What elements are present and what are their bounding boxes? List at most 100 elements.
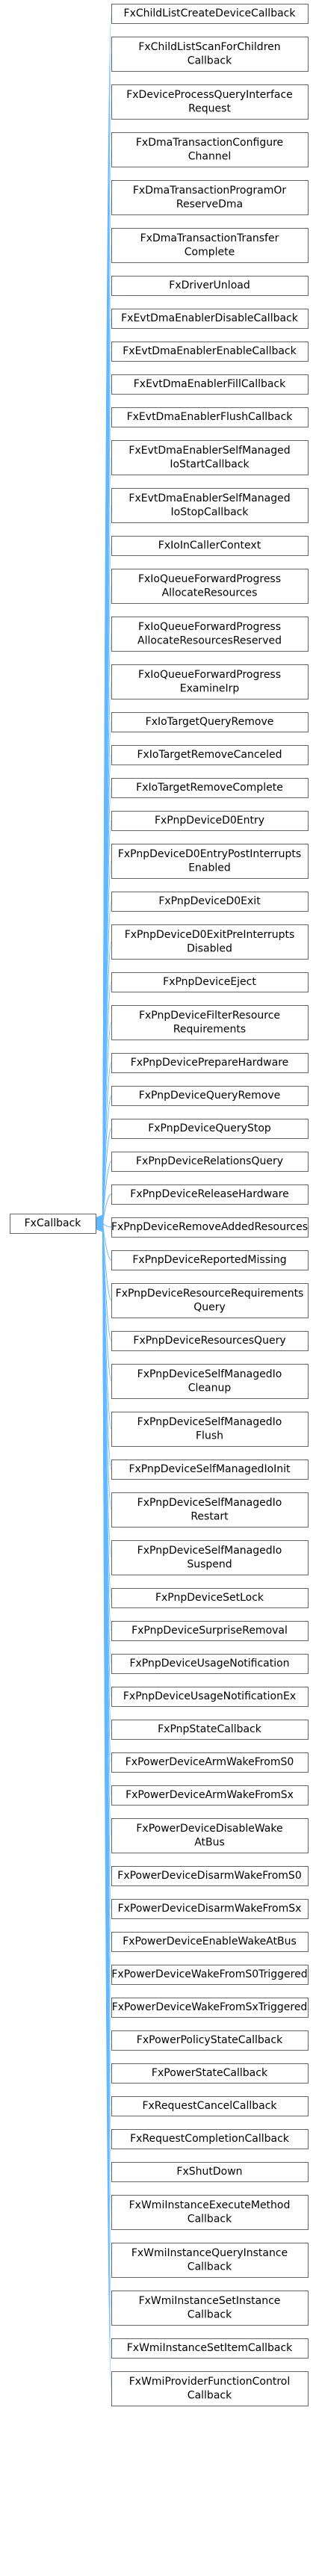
node-fx-wmi-provider-function-control-callback-label: Callback xyxy=(188,2389,232,2401)
node-fx-pnp-device-eject[interactable]: FxPnpDeviceEject xyxy=(111,972,309,992)
node-fx-evt-dma-enabler-fill-callback-box xyxy=(111,374,309,395)
node-fx-request-completion-callback-box xyxy=(111,2129,309,2149)
node-fx-pnp-device-query-stop[interactable]: FxPnpDeviceQueryStop xyxy=(111,1119,309,1139)
node-fx-evt-dma-enabler-self-managed-io-start-callback[interactable]: FxEvtDmaEnablerSelfManagedIoStartCallbac… xyxy=(111,440,309,475)
node-fx-io-in-caller-context[interactable]: FxIoInCallerContext xyxy=(111,536,309,556)
node-fx-power-device-disarm-wake-from-s0[interactable]: FxPowerDeviceDisarmWakeFromS0 xyxy=(111,1866,309,1886)
node-fx-pnp-device-surprise-removal[interactable]: FxPnpDeviceSurpriseRemoval xyxy=(111,1621,309,1641)
node-fx-evt-dma-enabler-disable-callback[interactable]: FxEvtDmaEnablerDisableCallback xyxy=(111,309,309,329)
node-fxcallback[interactable]: FxCallback xyxy=(10,1214,96,1234)
node-fx-power-device-arm-wake-from-s0[interactable]: FxPowerDeviceArmWakeFromS0 xyxy=(111,1752,309,1773)
node-fx-io-target-remove-complete[interactable]: FxIoTargetRemoveComplete xyxy=(111,778,309,798)
node-fx-pnp-device-reported-missing-label: FxPnpDeviceReportedMissing xyxy=(132,1254,286,1266)
node-fx-io-queue-forward-progress-allocate-resources[interactable]: FxIoQueueForwardProgressAllocateResource… xyxy=(111,569,309,604)
node-fx-pnp-device-d0-exit[interactable]: FxPnpDeviceD0Exit xyxy=(111,892,309,912)
node-fx-pnp-device-resources-query-label: FxPnpDeviceResourcesQuery xyxy=(133,1335,285,1347)
node-fx-pnp-device-release-hardware[interactable]: FxPnpDeviceReleaseHardware xyxy=(111,1184,309,1205)
node-fx-pnp-device-prepare-hardware[interactable]: FxPnpDevicePrepareHardware xyxy=(111,1053,309,1073)
node-fx-power-device-arm-wake-from-sx-box xyxy=(111,1785,309,1806)
node-fx-evt-dma-enabler-enable-callback[interactable]: FxEvtDmaEnablerEnableCallback xyxy=(111,342,309,362)
node-fx-pnp-device-release-hardware-box xyxy=(111,1184,309,1205)
node-fx-driver-unload[interactable]: FxDriverUnload xyxy=(111,276,309,296)
node-fx-wmi-instance-execute-method-callback-label: Callback xyxy=(188,2213,232,2225)
node-fx-wmi-instance-set-instance-callback-label: FxWmiInstanceSetInstance xyxy=(139,2295,281,2307)
node-fx-pnp-device-self-managed-io-init[interactable]: FxPnpDeviceSelfManagedIoInit xyxy=(111,1460,309,1480)
node-fx-power-state-callback-label: FxPowerStateCallback xyxy=(152,2067,268,2079)
node-fx-io-queue-forward-progress-allocate-resources-reserved[interactable]: FxIoQueueForwardProgressAllocateResource… xyxy=(111,617,309,652)
node-fx-pnp-device-query-remove[interactable]: FxPnpDeviceQueryRemove xyxy=(111,1086,309,1106)
node-fx-power-device-arm-wake-from-s0-box xyxy=(111,1752,309,1773)
node-fx-power-state-callback[interactable]: FxPowerStateCallback xyxy=(111,2063,309,2084)
node-fx-power-device-enable-wake-at-bus[interactable]: FxPowerDeviceEnableWakeAtBus xyxy=(111,1932,309,1952)
node-fx-io-queue-forward-progress-examine-irp-label: FxIoQueueForwardProgress xyxy=(138,669,281,681)
node-fx-power-device-disarm-wake-from-sx-box xyxy=(111,1899,309,1919)
node-fx-pnp-device-set-lock[interactable]: FxPnpDeviceSetLock xyxy=(111,1588,309,1608)
node-fx-pnp-device-remove-added-resources[interactable]: FxPnpDeviceRemoveAddedResources xyxy=(111,1217,309,1238)
node-fx-pnp-device-usage-notification[interactable]: FxPnpDeviceUsageNotification xyxy=(111,1654,309,1674)
node-fx-power-device-wake-from-sx-triggered[interactable]: FxPowerDeviceWakeFromSxTriggered xyxy=(111,1998,309,2018)
node-fx-evt-dma-enabler-fill-callback[interactable]: FxEvtDmaEnablerFillCallback xyxy=(111,374,309,395)
node-fx-pnp-device-self-managed-io-suspend-box xyxy=(111,1540,309,1575)
node-fx-power-policy-state-callback-box xyxy=(111,2030,309,2051)
node-fx-power-device-arm-wake-from-s0-label: FxPowerDeviceArmWakeFromS0 xyxy=(126,1756,294,1768)
node-fx-evt-dma-enabler-flush-callback-label: FxEvtDmaEnablerFlushCallback xyxy=(127,411,294,423)
node-fx-pnp-device-resources-query[interactable]: FxPnpDeviceResourcesQuery xyxy=(111,1331,309,1351)
node-fx-io-target-remove-canceled[interactable]: FxIoTargetRemoveCanceled xyxy=(111,745,309,765)
node-fx-pnp-device-usage-notification-ex[interactable]: FxPnpDeviceUsageNotificationEx xyxy=(111,1687,309,1707)
node-fx-pnp-state-callback[interactable]: FxPnpStateCallback xyxy=(111,1720,309,1740)
node-fx-child-list-create-device-callback[interactable]: FxChildListCreateDeviceCallback xyxy=(111,4,309,24)
node-fx-pnp-device-query-stop-box xyxy=(111,1119,309,1139)
node-fx-shut-down[interactable]: FxShutDown xyxy=(111,2162,309,2182)
node-fx-evt-dma-enabler-flush-callback-box xyxy=(111,407,309,427)
node-fx-driver-unload-label: FxDriverUnload xyxy=(169,279,250,291)
node-fx-io-queue-forward-progress-allocate-resources-reserved-box xyxy=(111,617,309,652)
node-fx-dma-transaction-transfer-complete-box xyxy=(111,228,309,263)
node-fx-wmi-provider-function-control-callback-label: FxWmiProviderFunctionControl xyxy=(129,2376,291,2388)
node-fx-request-completion-callback[interactable]: FxRequestCompletionCallback xyxy=(111,2129,309,2149)
node-fx-wmi-instance-set-item-callback[interactable]: FxWmiInstanceSetItemCallback xyxy=(111,2338,309,2359)
node-fx-pnp-device-reported-missing[interactable]: FxPnpDeviceReportedMissing xyxy=(111,1250,309,1270)
node-fx-power-device-wake-from-sx-triggered-box xyxy=(111,1998,309,2018)
node-fx-wmi-provider-function-control-callback-box xyxy=(111,2371,309,2406)
node-fx-power-device-wake-from-s0-triggered[interactable]: FxPowerDeviceWakeFromS0Triggered xyxy=(111,1965,309,1985)
node-fx-power-device-disarm-wake-from-sx[interactable]: FxPowerDeviceDisarmWakeFromSx xyxy=(111,1899,309,1919)
node-fx-pnp-device-d0-entry-post-interrupts-enabled-label: Enabled xyxy=(188,862,231,874)
node-fx-power-device-arm-wake-from-sx[interactable]: FxPowerDeviceArmWakeFromSx xyxy=(111,1785,309,1806)
node-fx-io-target-query-remove[interactable]: FxIoTargetQueryRemove xyxy=(111,712,309,732)
node-fx-evt-dma-enabler-flush-callback[interactable]: FxEvtDmaEnablerFlushCallback xyxy=(111,407,309,427)
node-fx-wmi-instance-query-instance-callback-label: FxWmiInstanceQueryInstance xyxy=(131,2247,288,2259)
node-fx-request-cancel-callback[interactable]: FxRequestCancelCallback xyxy=(111,2096,309,2116)
node-fx-power-device-arm-wake-from-sx-label: FxPowerDeviceArmWakeFromSx xyxy=(126,1789,294,1801)
node-fx-pnp-device-d0-entry[interactable]: FxPnpDeviceD0Entry xyxy=(111,811,309,831)
node-fx-pnp-device-self-managed-io-suspend-label: FxPnpDeviceSelfManagedIo xyxy=(137,1545,282,1557)
node-fx-evt-dma-enabler-fill-callback-label: FxEvtDmaEnablerFillCallback xyxy=(134,378,286,390)
node-fx-evt-dma-enabler-self-managed-io-stop-callback-label: FxEvtDmaEnablerSelfManaged xyxy=(128,492,290,504)
node-fx-pnp-device-d0-exit-pre-interrupts-disabled-box xyxy=(111,924,309,960)
node-fx-wmi-instance-execute-method-callback-label: FxWmiInstanceExecuteMethod xyxy=(129,2199,291,2211)
node-fx-pnp-device-relations-query[interactable]: FxPnpDeviceRelationsQuery xyxy=(111,1152,309,1172)
node-fx-io-target-remove-canceled-label: FxIoTargetRemoveCanceled xyxy=(137,749,282,761)
node-fx-pnp-device-surprise-removal-label: FxPnpDeviceSurpriseRemoval xyxy=(131,1625,288,1637)
node-fx-pnp-device-self-managed-io-flush-label: Flush xyxy=(196,1430,223,1442)
node-fx-power-policy-state-callback[interactable]: FxPowerPolicyStateCallback xyxy=(111,2030,309,2051)
